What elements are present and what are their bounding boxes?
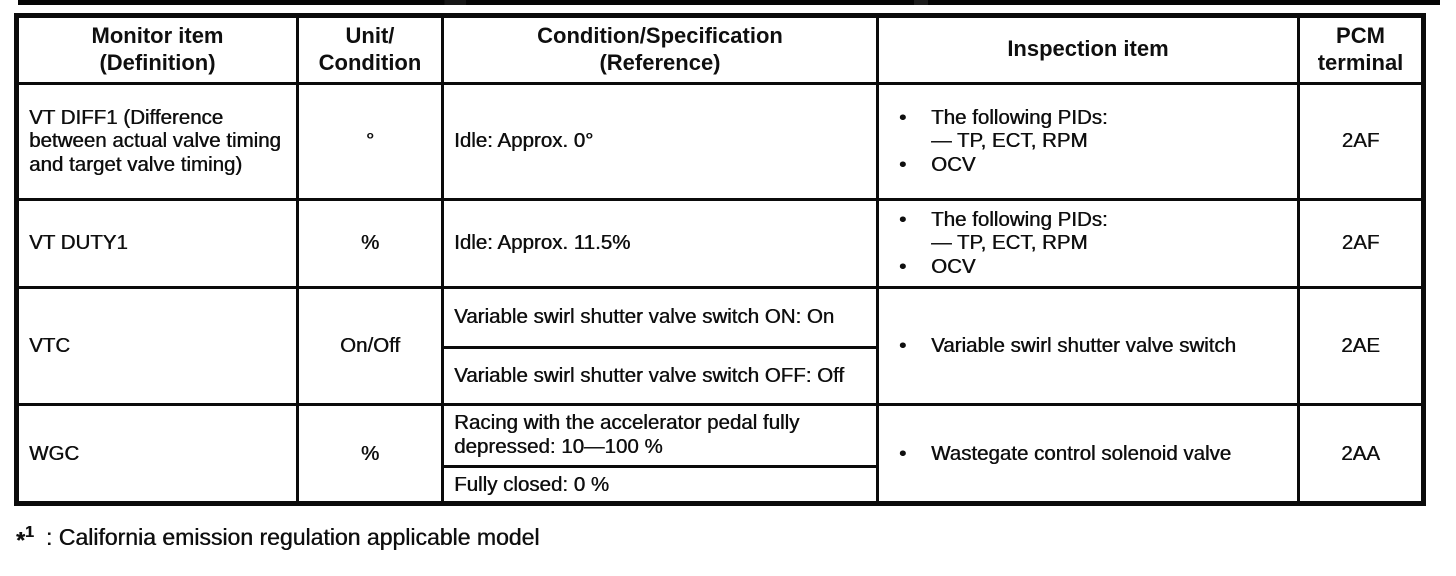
condition-cell: Idle: Approx. 0°: [441, 81, 879, 201]
inspection-bullet-item: • The following PIDs:: [895, 106, 1287, 130]
bullet-icon: •: [899, 105, 907, 129]
inspection-text: The following PIDs:: [931, 105, 1108, 129]
inspection-text: Variable swirl shutter valve switch: [931, 333, 1236, 357]
monitor-item-cell: VT DUTY1: [15, 197, 299, 289]
footnote-asterisk: *: [16, 527, 25, 553]
header-line: (Definition): [99, 49, 216, 75]
table-header-row: Monitor item (Definition) Unit/ Conditio…: [15, 14, 1425, 85]
inspection-bullet-item: • Variable swirl shutter valve switch: [895, 334, 1287, 358]
pcm-terminal-cell: 2AE: [1297, 285, 1425, 406]
monitor-item-cell: WGC: [15, 402, 299, 506]
table-row-vt-diff1: VT DIFF1 (Difference between actual valv…: [15, 81, 1425, 201]
monitor-item-cell: VT DIFF1 (Difference between actual valv…: [15, 81, 299, 201]
inspection-sub-text: — TP, ECT, RPM: [931, 129, 1088, 153]
header-line: PCM: [1336, 23, 1385, 48]
condition-cell-racing: Racing with the accelerator pedal fully …: [441, 402, 879, 468]
header-line: (Reference): [599, 49, 721, 75]
unit-condition-cell: %: [296, 197, 444, 289]
inspection-sub-text: — TP, ECT, RPM: [931, 231, 1088, 255]
unit-condition-cell: On/Off: [296, 285, 444, 406]
header-unit-condition: Unit/ Condition: [296, 14, 444, 85]
inspection-cell: • Wastegate control solenoid valve: [876, 402, 1300, 506]
table-row-vtc: VTC On/Off Variable swirl shutter valve …: [15, 285, 1425, 406]
header-line: Unit/: [345, 23, 395, 48]
unit-condition-cell: %: [296, 402, 444, 506]
header-condition-specification: Condition/Specification (Reference): [441, 14, 879, 85]
footnote: *1 : California emission regulation appli…: [16, 524, 539, 554]
condition-cell-off: Variable swirl shutter valve switch OFF:…: [441, 345, 879, 406]
inspection-cell: • The following PIDs: — TP, ECT, RPM • O…: [876, 81, 1300, 201]
header-pcm-terminal: PCM terminal: [1297, 14, 1425, 85]
header-monitor-item: Monitor item (Definition): [15, 14, 299, 85]
inspection-bullet-item: • OCV: [895, 255, 1287, 279]
header-line: terminal: [1317, 49, 1404, 75]
header-inspection-item: Inspection item: [876, 14, 1300, 85]
table-row-vtc-sub: Variable swirl shutter valve switch OFF:…: [17, 345, 1424, 406]
header-line: Monitor item: [91, 23, 224, 48]
inspection-text: Wastegate control solenoid valve: [931, 441, 1232, 465]
bullet-icon: •: [899, 333, 907, 357]
scan-artifact-line: [18, 0, 1440, 5]
inspection-bullet-item: • Wastegate control solenoid valve: [895, 442, 1287, 466]
table-row-wgc-sub: Fully closed: 0 %: [17, 464, 1424, 506]
header-line: Condition: [318, 49, 422, 75]
pid-monitor-table: Monitor item (Definition) Unit/ Conditio…: [14, 13, 1426, 507]
footnote-superscript: 1: [24, 524, 34, 541]
inspection-bullet-item: • OCV: [895, 153, 1287, 177]
table-row-wgc: WGC % Racing with the accelerator pedal …: [15, 402, 1425, 506]
bullet-icon: •: [899, 153, 907, 177]
inspection-text: OCV: [931, 153, 976, 177]
condition-cell: Idle: Approx. 11.5%: [441, 197, 879, 289]
monitor-item-cell: VTC: [15, 285, 299, 406]
table-row-vt-duty1: VT DUTY1 % Idle: Approx. 11.5% • The fol…: [15, 197, 1425, 289]
inspection-cell: • Variable swirl shutter valve switch: [876, 285, 1300, 406]
condition-cell-on: Variable swirl shutter valve switch ON: …: [441, 285, 879, 349]
inspection-bullet-item: • The following PIDs:: [895, 208, 1287, 232]
unit-condition-cell: °: [296, 81, 444, 201]
condition-cell-closed: Fully closed: 0 %: [441, 464, 879, 506]
pcm-terminal-cell: 2AA: [1297, 402, 1425, 506]
inspection-cell: • The following PIDs: — TP, ECT, RPM • O…: [876, 197, 1300, 289]
footnote-text: : California emission regulation applica…: [45, 524, 540, 550]
header-line: Condition/Specification: [537, 23, 783, 48]
bullet-icon: •: [899, 207, 907, 231]
bullet-icon: •: [899, 441, 907, 465]
pcm-terminal-cell: 2AF: [1297, 81, 1425, 201]
bullet-icon: •: [899, 255, 907, 279]
header-line: Inspection item: [1007, 36, 1169, 62]
inspection-text: The following PIDs:: [931, 207, 1108, 231]
inspection-text: OCV: [931, 255, 976, 279]
pcm-terminal-cell: 2AF: [1297, 197, 1425, 289]
